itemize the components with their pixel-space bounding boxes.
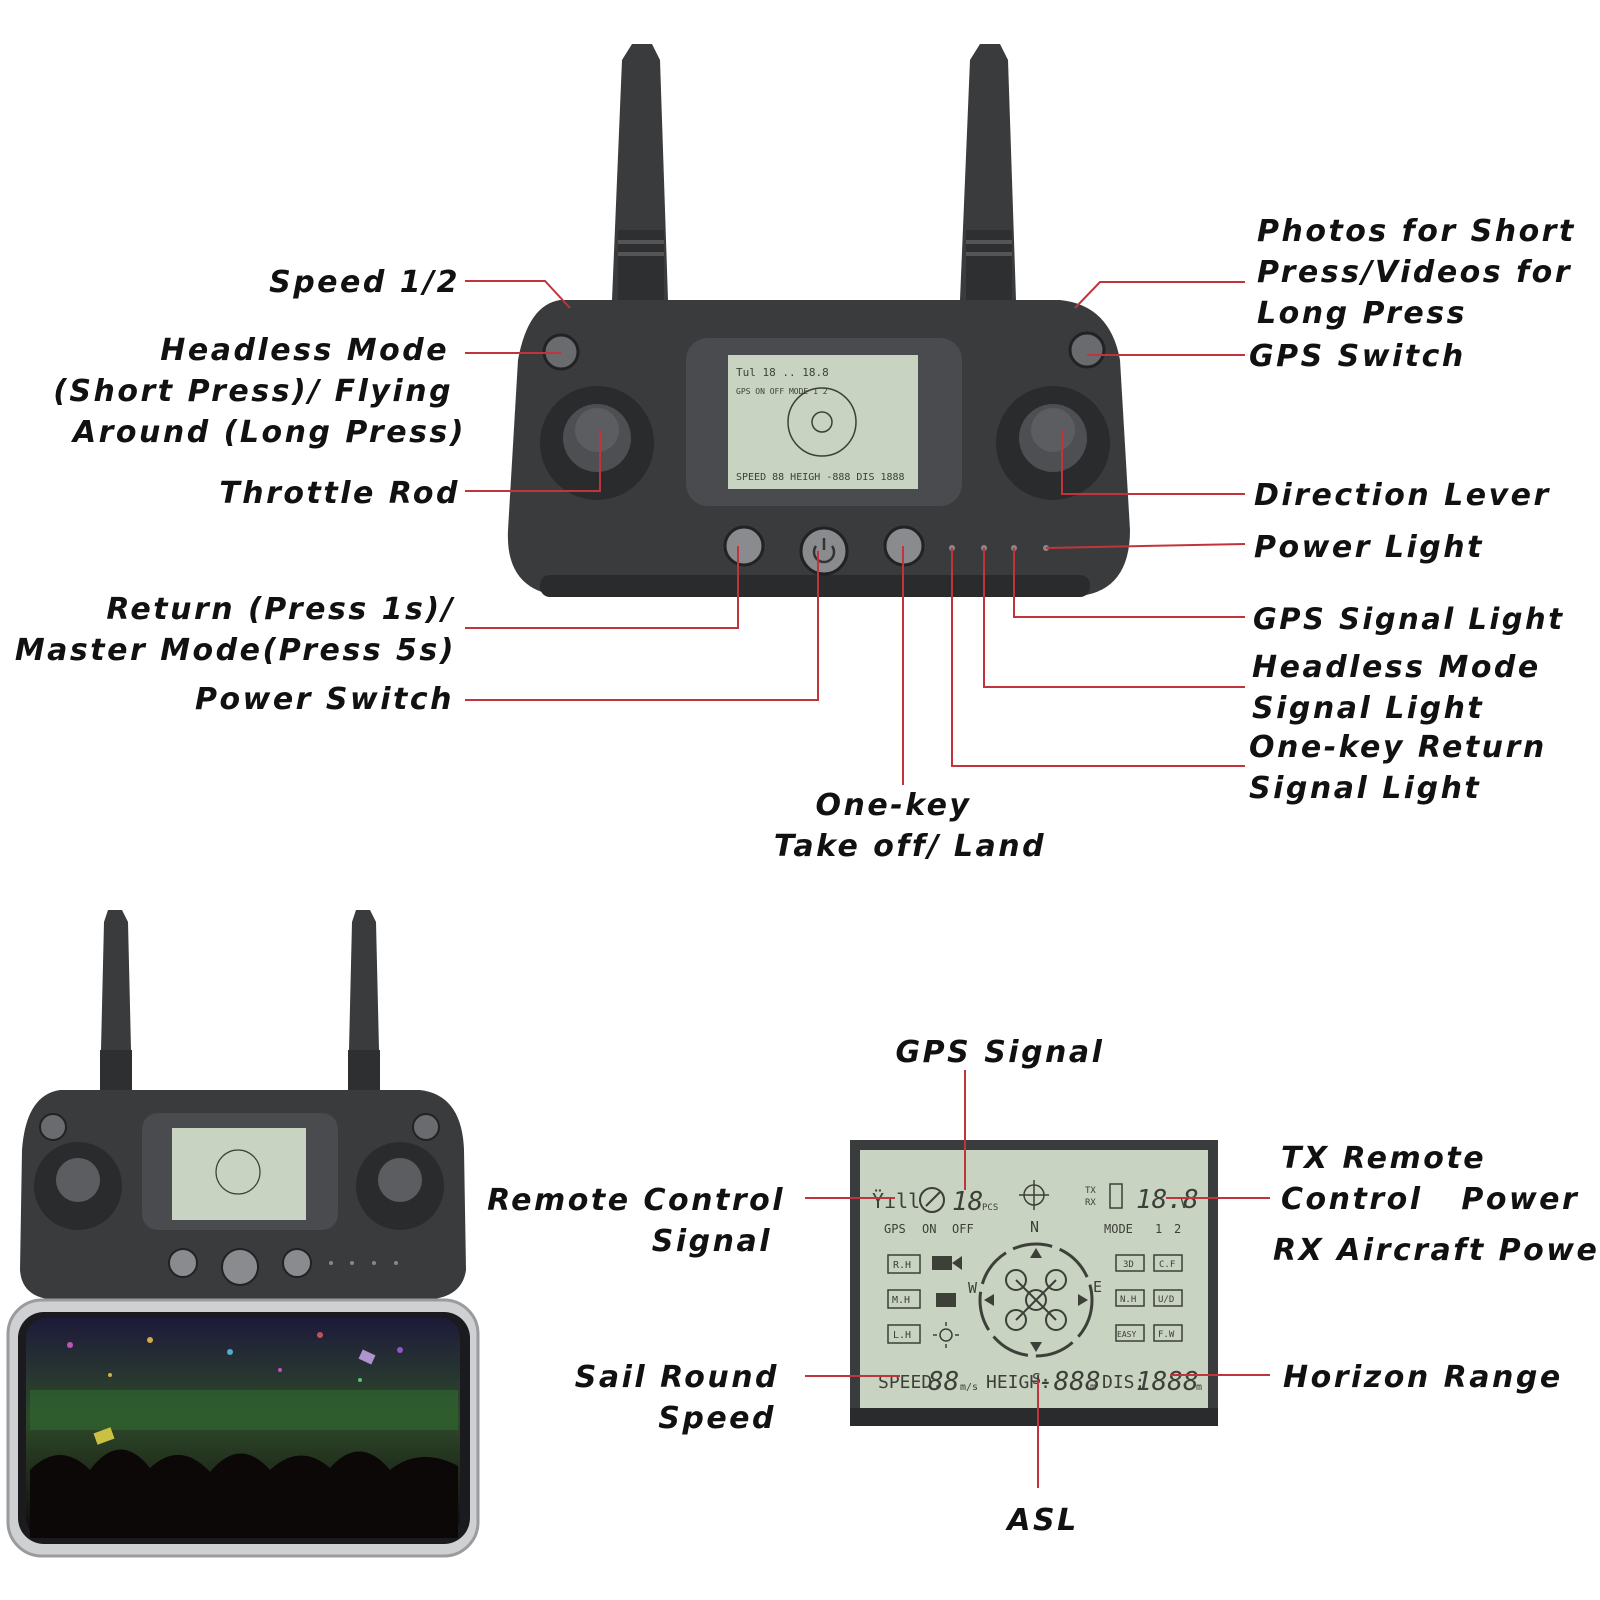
lcd-voltage-unit: V bbox=[1180, 1196, 1189, 1212]
label-gps-signal: GPS Signal bbox=[896, 1035, 1105, 1070]
sun-icon bbox=[933, 1322, 959, 1348]
label-direction-lever: Direction Lever bbox=[1254, 478, 1551, 513]
lcd-box-ud: U/D bbox=[1158, 1295, 1174, 1305]
antenna-signal-icon: Ÿıll bbox=[872, 1189, 920, 1213]
compass-s: S bbox=[1032, 1370, 1041, 1388]
drone-compass bbox=[978, 1242, 1094, 1358]
phone-screen-image bbox=[26, 1318, 460, 1538]
label-gps-signal-light: GPS Signal Light bbox=[1253, 602, 1565, 636]
photo-video-button[interactable] bbox=[1068, 331, 1106, 369]
svg-text:GPS ON OFF MODE 1 2: GPS ON OFF MODE 1 2 bbox=[736, 387, 828, 396]
label-remote-control-signal: Remote Control Signal bbox=[487, 1183, 798, 1259]
label-tx-rx-power: TX Remote Control Power RX Aircraft Powe… bbox=[1273, 1141, 1600, 1268]
svg-text:Tul 18 .. 18.8: Tul 18 .. 18.8 bbox=[736, 366, 829, 379]
lcd-speed-label: SPEED: bbox=[878, 1372, 943, 1393]
lcd-box-mh: M.H bbox=[892, 1295, 910, 1306]
label-sail-round-speed: Sail Round Speed bbox=[575, 1360, 792, 1436]
battery-icon bbox=[1109, 1183, 1123, 1209]
label-headless-mode: Headless Mode (Short Press)/ Flying Arou… bbox=[53, 333, 466, 450]
right-antenna bbox=[960, 44, 1016, 300]
lcd-satellites: 18 bbox=[952, 1187, 983, 1217]
lcd-detail: Ÿıll 18 PCS TX RX 18.8 V GPS ON OFF MODE… bbox=[850, 1140, 1218, 1426]
label-asl: ASL bbox=[1005, 1503, 1078, 1538]
lcd-satellites-unit: PCS bbox=[982, 1203, 998, 1213]
label-headless-signal-light: Headless Mode Signal Light bbox=[1252, 650, 1554, 726]
lcd-rx: RX bbox=[1085, 1198, 1096, 1208]
lcd-tx: TX bbox=[1085, 1186, 1096, 1196]
lcd-labels: GPS Signal Remote Control Signal TX Remo… bbox=[487, 1035, 1600, 1538]
mini-controller bbox=[20, 910, 466, 1300]
label-gps-switch: GPS Switch bbox=[1249, 339, 1466, 374]
lcd-height-label: HEIGH: bbox=[986, 1372, 1051, 1393]
lcd-box-easy: EASY bbox=[1117, 1330, 1136, 1339]
lcd-box-nh: N.H bbox=[1120, 1295, 1136, 1305]
power-button[interactable] bbox=[799, 526, 849, 576]
label-power-light: Power Light bbox=[1254, 530, 1484, 565]
lcd-box-fw: F.W bbox=[1158, 1330, 1175, 1340]
lcd-dis-label: DIS: bbox=[1102, 1372, 1145, 1393]
lcd-mode: MODE bbox=[1104, 1222, 1133, 1236]
compass-w: W bbox=[968, 1279, 978, 1297]
lcd-dis-value: 1888 bbox=[1136, 1367, 1199, 1397]
lcd-height-unit: m bbox=[1090, 1382, 1096, 1393]
label-horizon-range: Horizon Range bbox=[1283, 1360, 1563, 1395]
gps-dish-icon bbox=[919, 1187, 945, 1213]
lcd-speed-value: 88 bbox=[928, 1367, 959, 1397]
lcd-box-3d: 3D bbox=[1123, 1260, 1134, 1270]
lcd-speed-unit: m/s bbox=[960, 1382, 978, 1393]
top-labels: Speed 1/2 Headless Mode (Short Press)/ F… bbox=[15, 214, 1589, 864]
lcd-voltage: 18.8 bbox=[1136, 1185, 1199, 1215]
lcd-mode-2: 2 bbox=[1174, 1222, 1181, 1236]
label-power-switch: Power Switch bbox=[195, 682, 454, 717]
label-photos-videos: Photos for Short Press/Videos for Long P… bbox=[1257, 214, 1589, 331]
label-one-key-return-light: One-key Return Signal Light bbox=[1249, 730, 1560, 806]
label-speed: Speed 1/2 bbox=[269, 265, 460, 300]
compass-e: E bbox=[1093, 1278, 1102, 1296]
top-controller: Tul 18 .. 18.8 GPS ON OFF MODE 1 2 SPEED… bbox=[507, 44, 1130, 597]
svg-text:SPEED 88 HEIGH -888 DIS 1888: SPEED 88 HEIGH -888 DIS 1888 bbox=[736, 472, 905, 483]
top-leaders bbox=[465, 280, 1246, 785]
return-button[interactable] bbox=[723, 525, 765, 567]
compass-n: N bbox=[1030, 1218, 1039, 1236]
label-one-key-takeoff: One-key Take off/ Land bbox=[774, 788, 1046, 864]
lcd-box-lh: L.H bbox=[893, 1330, 911, 1341]
lcd-box-rh: R.H bbox=[893, 1260, 911, 1271]
small-lcd bbox=[728, 355, 918, 489]
lcd-gps: GPS bbox=[884, 1222, 906, 1236]
lcd-leaders bbox=[805, 1070, 1270, 1488]
compass-rose-icon bbox=[1019, 1180, 1049, 1210]
lcd-on: ON bbox=[922, 1222, 936, 1236]
lcd-dis-unit: m bbox=[1196, 1382, 1202, 1393]
label-return: Return (Press 1s)/ Master Mode(Press 5s) bbox=[15, 592, 468, 668]
left-antenna bbox=[612, 44, 668, 300]
direction-stick[interactable] bbox=[996, 386, 1110, 500]
video-camera-icon bbox=[932, 1256, 952, 1270]
lcd-mode-1: 1 bbox=[1155, 1222, 1162, 1236]
label-throttle-rod: Throttle Rod bbox=[219, 476, 460, 511]
power-icon bbox=[812, 538, 836, 564]
lcd-off: OFF bbox=[952, 1222, 974, 1236]
photo-camera-icon bbox=[936, 1293, 956, 1307]
throttle-stick[interactable] bbox=[540, 386, 654, 500]
lcd-height-value: -888 bbox=[1038, 1367, 1101, 1397]
lcd-box-cf: C.F bbox=[1159, 1260, 1175, 1270]
